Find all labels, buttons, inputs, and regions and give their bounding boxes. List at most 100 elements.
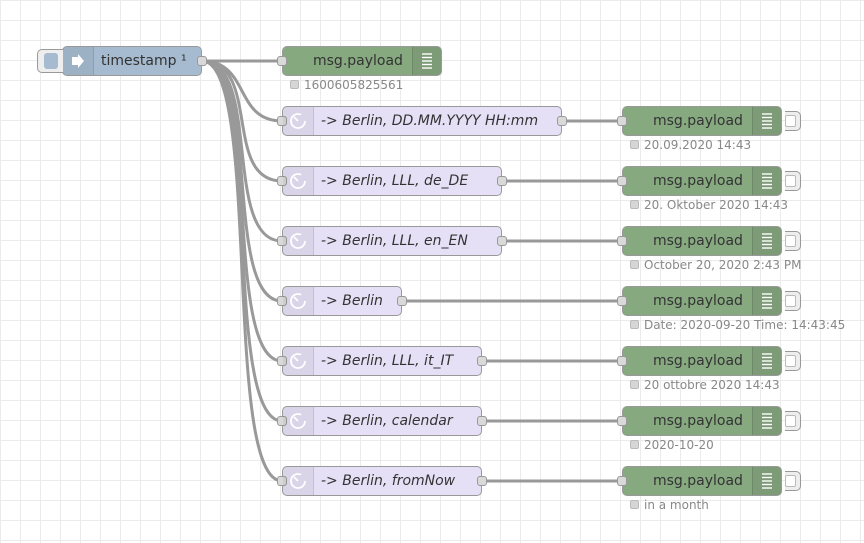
status-text: 1600605825561 xyxy=(304,78,404,92)
wire-inject-to-moment-5[interactable] xyxy=(201,59,283,363)
input-port[interactable] xyxy=(277,476,287,486)
input-port[interactable] xyxy=(617,476,627,486)
output-port[interactable] xyxy=(557,116,567,126)
inject-node[interactable]: timestamp ¹ xyxy=(37,46,207,76)
debug-list-icon xyxy=(752,227,781,255)
moment-label: -> Berlin, LLL, en_EN xyxy=(321,233,468,249)
input-port[interactable] xyxy=(617,116,627,126)
debug-node-top[interactable]: msg.payload xyxy=(277,46,442,76)
debug-list-icon xyxy=(752,407,781,435)
debug-status-7: in a month xyxy=(630,498,709,512)
debug-toggle-button[interactable] xyxy=(785,231,801,251)
moment-node-1[interactable]: -> Berlin, DD.MM.YYYY HH:mm xyxy=(277,106,567,136)
debug-node-7[interactable]: msg.payload xyxy=(617,466,801,496)
input-port[interactable] xyxy=(617,236,627,246)
moment-label: -> Berlin, calendar xyxy=(321,413,453,429)
status-dot xyxy=(630,440,639,449)
moment-node-4[interactable]: -> Berlin xyxy=(277,286,407,316)
debug-label: msg.payload xyxy=(653,293,743,309)
input-port[interactable] xyxy=(617,416,627,426)
status-dot xyxy=(630,380,639,389)
input-port[interactable] xyxy=(617,176,627,186)
debug-label: msg.payload xyxy=(313,53,403,69)
moment-label: -> Berlin, LLL, it_IT xyxy=(321,353,454,369)
debug-toggle-button[interactable] xyxy=(785,351,801,371)
status-text: 20 ottobre 2020 14:43 xyxy=(644,378,780,392)
debug-list-icon xyxy=(752,167,781,195)
moment-label: -> Berlin, LLL, de_DE xyxy=(321,173,469,189)
status-text: in a month xyxy=(644,498,709,512)
wire-inject-to-moment-7[interactable] xyxy=(201,59,283,483)
input-port[interactable] xyxy=(277,356,287,366)
output-port[interactable] xyxy=(397,296,407,306)
debug-list-icon xyxy=(752,467,781,495)
debug-status-top: 1600605825561 xyxy=(290,78,403,92)
status-dot xyxy=(630,320,639,329)
moment-node-6[interactable]: -> Berlin, calendar xyxy=(277,406,487,436)
debug-status-1: 20.09.2020 14:43 xyxy=(630,138,751,152)
debug-list-icon xyxy=(412,47,441,75)
debug-list-icon xyxy=(752,347,781,375)
inject-trigger-button[interactable] xyxy=(37,49,63,73)
input-port[interactable] xyxy=(617,356,627,366)
clock-icon xyxy=(283,167,314,195)
output-port[interactable] xyxy=(497,176,507,186)
debug-node-6[interactable]: msg.payload xyxy=(617,406,801,436)
input-port[interactable] xyxy=(277,116,287,126)
debug-toggle-button[interactable] xyxy=(785,291,801,311)
clock-icon xyxy=(283,467,314,495)
status-dot xyxy=(630,500,639,509)
status-text: 20.09.2020 14:43 xyxy=(644,138,752,152)
wire-inject-to-moment-2[interactable] xyxy=(201,59,283,183)
input-port[interactable] xyxy=(277,56,287,66)
debug-status-2: 20. Oktober 2020 14:43 xyxy=(630,198,788,212)
moment-node-7[interactable]: -> Berlin, fromNow xyxy=(277,466,487,496)
output-port[interactable] xyxy=(477,356,487,366)
moment-node-5[interactable]: -> Berlin, LLL, it_IT xyxy=(277,346,487,376)
debug-label: msg.payload xyxy=(653,353,743,369)
status-text: October 20, 2020 2:43 PM xyxy=(644,258,802,272)
debug-list-icon xyxy=(752,107,781,135)
debug-status-4: Date: 2020-09-20 Time: 14:43:45 xyxy=(630,318,845,332)
input-port[interactable] xyxy=(277,236,287,246)
output-port[interactable] xyxy=(497,236,507,246)
status-text: 2020-10-20 xyxy=(644,438,714,452)
debug-label: msg.payload xyxy=(653,173,743,189)
status-text: 20. Oktober 2020 14:43 xyxy=(644,198,789,212)
output-port[interactable] xyxy=(477,416,487,426)
debug-node-4[interactable]: msg.payload xyxy=(617,286,801,316)
debug-toggle-button[interactable] xyxy=(785,471,801,491)
status-text: Date: 2020-09-20 Time: 14:43:45 xyxy=(644,318,846,332)
status-dot xyxy=(630,140,639,149)
clock-icon xyxy=(283,107,314,135)
output-port[interactable] xyxy=(477,476,487,486)
debug-toggle-button[interactable] xyxy=(785,171,801,191)
clock-icon xyxy=(283,347,314,375)
debug-label: msg.payload xyxy=(653,413,743,429)
input-port[interactable] xyxy=(617,296,627,306)
debug-node-2[interactable]: msg.payload xyxy=(617,166,801,196)
debug-status-6: 2020-10-20 xyxy=(630,438,714,452)
debug-node-3[interactable]: msg.payload xyxy=(617,226,801,256)
status-dot xyxy=(630,200,639,209)
input-port[interactable] xyxy=(277,176,287,186)
clock-icon xyxy=(283,227,314,255)
input-port[interactable] xyxy=(277,416,287,426)
moment-label: -> Berlin, fromNow xyxy=(321,473,456,489)
debug-toggle-button[interactable] xyxy=(785,411,801,431)
moment-node-2[interactable]: -> Berlin, LLL, de_DE xyxy=(277,166,507,196)
debug-toggle-button[interactable] xyxy=(785,111,801,131)
moment-node-3[interactable]: -> Berlin, LLL, en_EN xyxy=(277,226,507,256)
status-dot xyxy=(630,260,639,269)
debug-label: msg.payload xyxy=(653,233,743,249)
debug-list-icon xyxy=(752,287,781,315)
debug-node-1[interactable]: msg.payload xyxy=(617,106,801,136)
output-port[interactable] xyxy=(197,56,207,66)
inject-label: timestamp ¹ xyxy=(101,53,187,69)
moment-label: -> Berlin xyxy=(321,293,383,309)
status-dot xyxy=(290,80,299,89)
inject-button-face xyxy=(43,53,58,69)
debug-node-5[interactable]: msg.payload xyxy=(617,346,801,376)
input-port[interactable] xyxy=(277,296,287,306)
